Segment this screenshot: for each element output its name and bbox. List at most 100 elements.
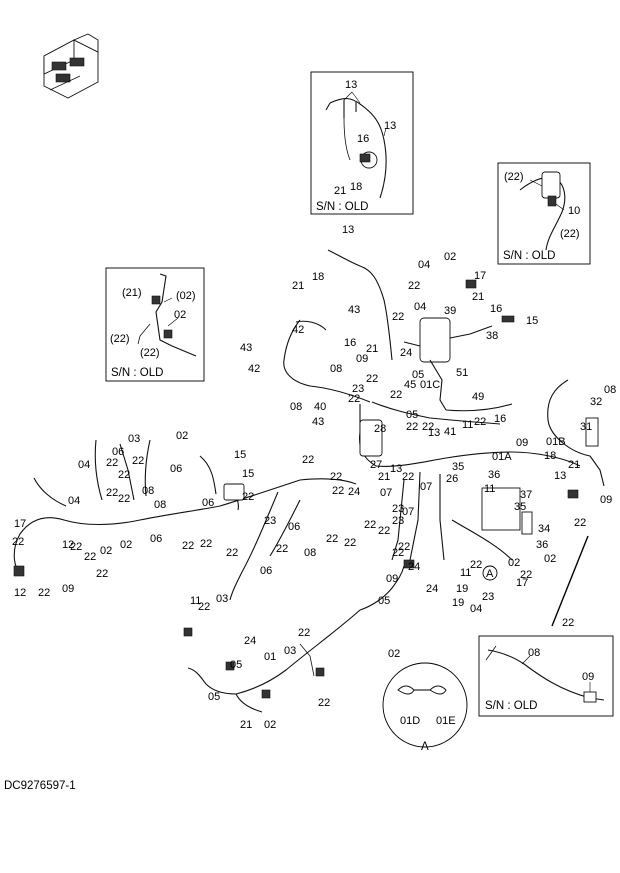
- inset-top-center: 13 13 16 21 18 S/N : OLD: [310, 71, 414, 215]
- part-label: 43: [348, 304, 360, 316]
- part-label: (22): [110, 333, 130, 345]
- part-label: 38: [486, 330, 498, 342]
- part-label: 35: [514, 501, 526, 513]
- part-label: 09: [516, 437, 528, 449]
- part-label: 06: [288, 521, 300, 533]
- part-label: 24: [426, 583, 438, 595]
- part-label: 21: [334, 185, 346, 197]
- part-label: 22: [378, 525, 390, 537]
- part-label: 22: [344, 537, 356, 549]
- part-label: 22: [106, 457, 118, 469]
- part-label: 22: [326, 533, 338, 545]
- part-label: 03: [216, 593, 228, 605]
- part-label: 24: [400, 347, 412, 359]
- part-label: 24: [244, 635, 256, 647]
- part-label: 26: [446, 473, 458, 485]
- part-label: 09: [356, 353, 368, 365]
- part-label: 10: [568, 205, 580, 217]
- part-label: 17: [14, 518, 26, 530]
- part-label: 22: [302, 454, 314, 466]
- diagram-code: DC9276597-1: [4, 780, 76, 792]
- part-label: 41: [444, 426, 456, 438]
- part-label: 22: [390, 389, 402, 401]
- part-label: 01D: [400, 715, 420, 727]
- part-label: 22: [574, 517, 586, 529]
- part-label: 08: [604, 384, 616, 396]
- part-label: 06: [112, 446, 124, 458]
- part-label: 42: [292, 324, 304, 336]
- part-label: 22: [38, 587, 50, 599]
- part-label: 22: [348, 393, 360, 405]
- part-label: 02: [100, 545, 112, 557]
- part-label: 22: [106, 487, 118, 499]
- part-label: 01A: [492, 451, 512, 463]
- part-label: 12: [14, 587, 26, 599]
- part-label: 22: [118, 469, 130, 481]
- part-label: 39: [444, 305, 456, 317]
- part-label: 23: [264, 515, 276, 527]
- part-label: 22: [408, 280, 420, 292]
- part-label: 03: [128, 433, 140, 445]
- part-label: 22: [422, 421, 434, 433]
- part-label: 22: [332, 485, 344, 497]
- part-label: 22: [398, 541, 410, 553]
- part-label: 18: [350, 181, 362, 193]
- part-label: 23: [392, 515, 404, 527]
- part-label: 07: [420, 481, 432, 493]
- part-label: (22): [560, 228, 580, 240]
- part-label: 22: [470, 559, 482, 571]
- part-label: 21: [378, 471, 390, 483]
- part-label: 36: [488, 469, 500, 481]
- part-label: 43: [312, 416, 324, 428]
- part-label: 34: [538, 523, 550, 535]
- part-label: 15: [234, 449, 246, 461]
- part-label: 22: [562, 617, 574, 629]
- part-label: 40: [314, 401, 326, 413]
- part-label: 17: [474, 270, 486, 282]
- part-label: 22: [12, 536, 24, 548]
- part-label: 05: [378, 595, 390, 607]
- part-label: 07: [380, 487, 392, 499]
- part-label: 11: [460, 567, 471, 579]
- part-label: 16: [344, 337, 356, 349]
- part-label: 08: [528, 647, 540, 659]
- part-label: 22: [474, 416, 486, 428]
- part-label: 12: [62, 539, 74, 551]
- part-label: 45: [404, 379, 416, 391]
- part-label: 21: [472, 291, 484, 303]
- part-label: 05: [412, 369, 424, 381]
- part-label: 05: [208, 691, 220, 703]
- part-label: 27: [370, 459, 382, 471]
- part-label: 06: [260, 565, 272, 577]
- part-label: 02: [176, 430, 188, 442]
- part-label: 06: [170, 463, 182, 475]
- part-label: 16: [494, 413, 506, 425]
- part-label: 22: [276, 543, 288, 555]
- part-label: 17: [516, 577, 528, 589]
- inset-top-right: (22) 10 (22) S/N : OLD: [497, 162, 591, 265]
- part-label: 06: [150, 533, 162, 545]
- part-label: 42: [248, 363, 260, 375]
- part-label: 22: [392, 547, 404, 559]
- part-label: 09: [582, 671, 594, 683]
- part-label: 28: [374, 423, 386, 435]
- part-label: 07: [402, 506, 414, 518]
- part-label: 02: [388, 648, 400, 660]
- part-label: 01E: [436, 715, 456, 727]
- inset-pointer: [551, 535, 589, 627]
- detail-letter: A: [421, 741, 429, 753]
- part-label: 08: [290, 401, 302, 413]
- part-label: 22: [330, 471, 342, 483]
- part-label: 02: [544, 553, 556, 565]
- part-label: 22: [198, 601, 210, 613]
- part-label: 21: [240, 719, 252, 731]
- part-label: 23: [482, 591, 494, 603]
- part-label: 18: [544, 450, 556, 462]
- part-label: 22: [406, 421, 418, 433]
- part-label: 19: [452, 597, 464, 609]
- part-label: 11: [484, 483, 495, 495]
- part-label: 08: [304, 547, 316, 559]
- part-label: 22: [96, 568, 108, 580]
